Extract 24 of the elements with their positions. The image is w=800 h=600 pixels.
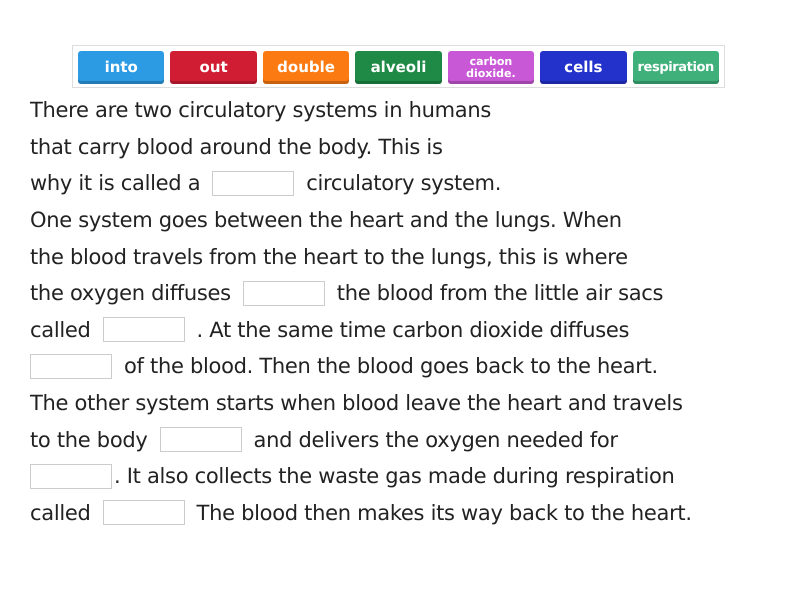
sentence-text: called [30, 318, 91, 342]
sentence-text: There are two circulatory systems in humans [30, 98, 491, 122]
sentence-text: called [30, 500, 91, 525]
word-tile: respiration [632, 51, 719, 84]
sentence-text: the blood from the little air sacs [336, 281, 664, 306]
sentence-text: The blood then makes its way back to the heart. [196, 500, 692, 525]
sentence-text: to the body [30, 428, 148, 452]
word-tile: double [262, 51, 350, 84]
word-tile: cells [540, 51, 627, 84]
sentence-text: One system goes between the heart and the lungs. When [30, 208, 622, 232]
sentence-text: . It also collects the waste gas made during respiration [114, 464, 675, 488]
sentence-text: that carry blood around the body. This is [30, 134, 443, 159]
word-tile: into [78, 51, 164, 84]
sentence-text: of the blood. Then the blood goes back to the heart. [124, 354, 658, 378]
sentence-text: circulatory system. [306, 171, 502, 196]
word-tile: alveoli [355, 51, 442, 84]
sentence-text: the oxygen diffuses [30, 281, 231, 306]
word-tile: out [170, 51, 257, 84]
sentence-text: . At the same time carbon dioxide diffuses [196, 318, 630, 342]
sentence-text: The other system starts when blood leave the heart and travels [30, 391, 683, 416]
word-tile: carbon dioxide. [448, 51, 534, 84]
sentence-text: and delivers the oxygen needed for [254, 428, 618, 452]
sentence-text: why it is called a [30, 171, 200, 196]
sentence-text: the blood travels from the heart to the lungs, this is where [30, 244, 628, 269]
